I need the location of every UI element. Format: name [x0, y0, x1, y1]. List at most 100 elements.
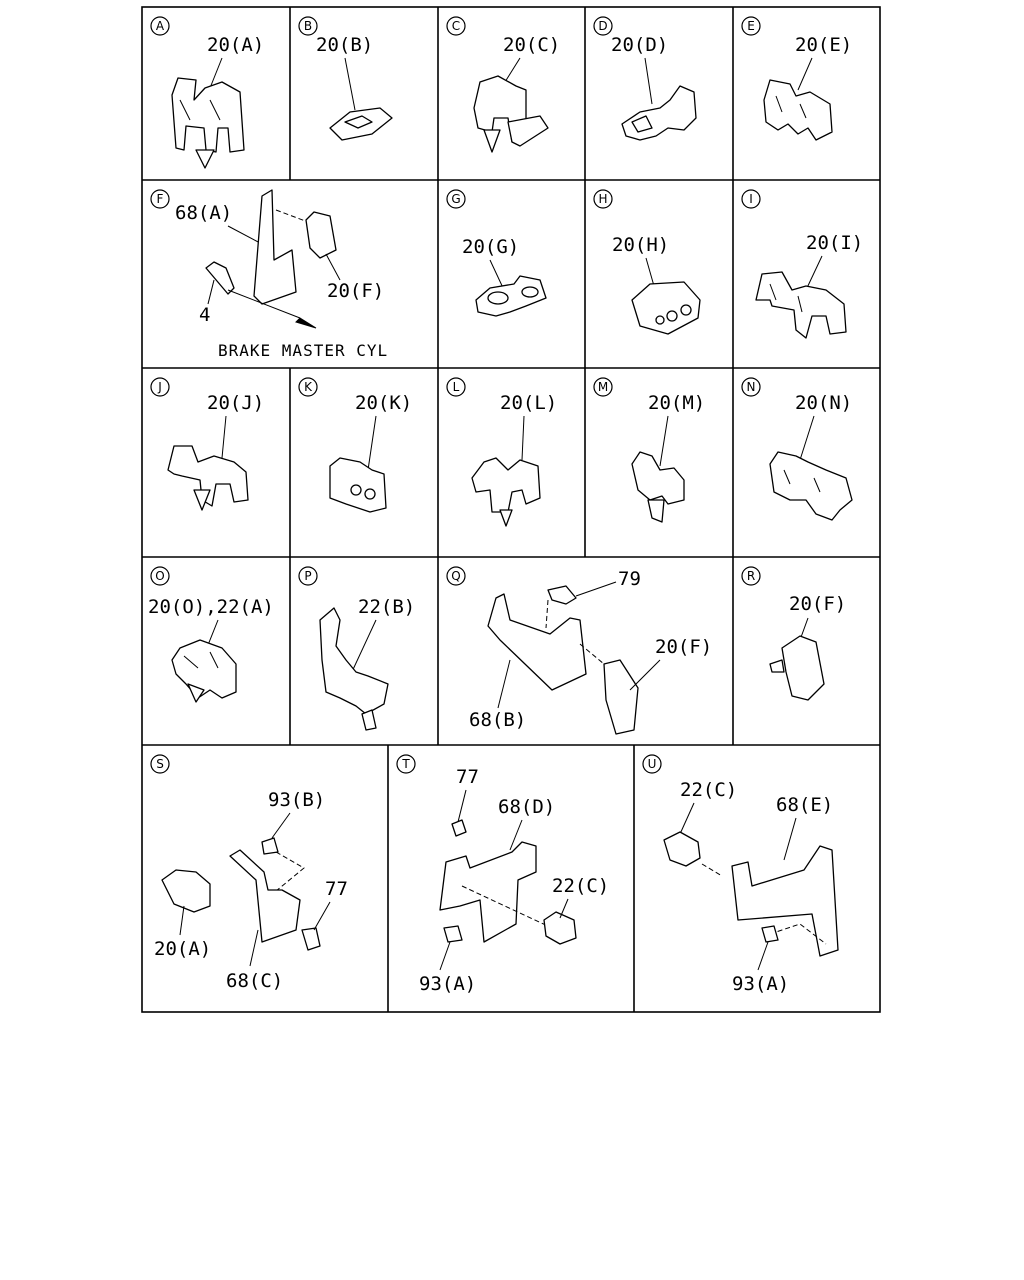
bracket-68b-illustration [487, 585, 639, 735]
panel-b: B 20(B) [298, 16, 393, 141]
panel-a-marker: A [150, 16, 170, 36]
panel-grid [141, 6, 881, 1013]
panel-o: O 20(O),22(A) [148, 566, 274, 703]
panel-letter-n: N [747, 380, 756, 394]
bracket-68e-illustration [663, 831, 839, 957]
label-93a-panel-t: 93(A) [419, 973, 476, 995]
panel-letter-c: C [452, 19, 460, 33]
label-4: 4 [199, 304, 210, 326]
panel-g: G 20(G) [446, 189, 547, 317]
label-77-panel-t: 77 [456, 766, 479, 788]
panel-q-marker: Q [446, 566, 466, 586]
panel-s: S 93(B) 77 20(A) 68(C) [150, 754, 348, 992]
clip-20f-illustration [769, 635, 825, 701]
label-20o-22a: 20(O),22(A) [148, 596, 274, 618]
clip-20h-illustration [631, 281, 701, 335]
panel-t-marker: T [396, 754, 416, 774]
label-20j: 20(J) [207, 392, 264, 414]
label-20k: 20(K) [355, 392, 412, 414]
panel-letter-i: I [749, 192, 753, 206]
panel-f: F 68(A) 20(F) 4 BRAKE MASTER CYL [150, 189, 388, 360]
panel-letter-d: D [598, 19, 607, 33]
clip-20d-illustration [621, 85, 697, 141]
clip-20o-illustration [171, 639, 237, 703]
panel-letter-b: B [304, 19, 312, 33]
clip-20k-illustration [329, 457, 387, 513]
panel-o-marker: O [150, 566, 170, 586]
panel-q: Q 79 20(F) 68(B) [446, 566, 712, 735]
label-22c-panel-u: 22(C) [680, 779, 737, 801]
panel-h: H 20(H) [593, 189, 701, 335]
panel-letter-t: T [401, 757, 410, 771]
panel-i-marker: I [741, 189, 761, 209]
panel-letter-h: H [598, 192, 607, 206]
panel-c: C 20(C) [446, 16, 560, 153]
label-77-panel-s: 77 [325, 878, 348, 900]
panel-m-marker: M [593, 377, 613, 397]
panel-e-marker: E [741, 16, 761, 36]
label-20f-panel-q: 20(F) [655, 636, 712, 658]
label-20n: 20(N) [795, 392, 852, 414]
panel-f-marker: F [150, 189, 170, 209]
panel-n: N 20(N) [741, 377, 853, 521]
panel-letter-a: A [156, 19, 165, 33]
label-20f-panel-r: 20(F) [789, 593, 846, 615]
panel-letter-o: O [155, 569, 164, 583]
panel-t: T 77 68(D) 22(C) 93(A) [396, 754, 609, 995]
panel-p-marker: P [298, 566, 318, 586]
panel-letter-r: R [747, 569, 755, 583]
label-20b: 20(B) [316, 34, 373, 56]
panel-letter-k: K [304, 380, 313, 394]
label-22b: 22(B) [358, 596, 415, 618]
label-68e: 68(E) [776, 794, 833, 816]
label-22c-panel-t: 22(C) [552, 875, 609, 897]
panel-letter-j: J [157, 380, 162, 394]
clip-20l-illustration [471, 457, 541, 527]
panel-g-marker: G [446, 189, 466, 209]
panel-k-marker: K [298, 377, 318, 397]
panel-u: U 22(C) 68(E) 93(A) [642, 754, 839, 995]
panel-c-marker: C [446, 16, 466, 36]
clip-20i-illustration [755, 271, 847, 339]
bracket-68d-illustration [439, 819, 577, 945]
panel-letter-f: F [157, 192, 164, 206]
clip-20a-illustration [171, 77, 245, 169]
label-79: 79 [618, 568, 641, 590]
clip-20b-illustration [329, 107, 393, 141]
panel-j: J 20(J) [150, 377, 264, 511]
panel-k: K 20(K) [298, 377, 412, 513]
panel-d: D 20(D) [593, 16, 697, 141]
panel-j-marker: J [150, 377, 170, 397]
panel-s-marker: S [150, 754, 170, 774]
panel-p: P 22(B) [298, 566, 415, 731]
panel-l-marker: L [446, 377, 466, 397]
panel-letter-g: G [451, 192, 460, 206]
panel-m: M 20(M) [593, 377, 705, 523]
clip-22b-illustration [319, 607, 389, 731]
caption-brake-master-cyl: BRAKE MASTER CYL [218, 341, 388, 360]
clip-20e-illustration [763, 79, 833, 141]
clip-20n-illustration [769, 451, 853, 521]
label-93b: 93(B) [268, 789, 325, 811]
panel-letter-e: E [747, 19, 755, 33]
label-20a-panel-s: 20(A) [154, 938, 211, 960]
label-68d: 68(D) [498, 796, 555, 818]
label-20m: 20(M) [648, 392, 705, 414]
panel-n-marker: N [741, 377, 761, 397]
bracket-68a-illustration [205, 189, 337, 329]
clip-20g-illustration [475, 275, 547, 317]
panel-h-marker: H [593, 189, 613, 209]
panel-e: E 20(E) [741, 16, 852, 141]
panel-letter-q: Q [451, 569, 460, 583]
clip-20j-illustration [167, 445, 249, 511]
label-20f-panel-f: 20(F) [327, 280, 384, 302]
label-20e: 20(E) [795, 34, 852, 56]
clip-20c-illustration [473, 75, 549, 153]
panel-d-marker: D [593, 16, 613, 36]
panel-letter-s: S [156, 757, 164, 771]
panel-b-marker: B [298, 16, 318, 36]
panel-a: A 20(A) [150, 16, 264, 169]
label-20h: 20(H) [612, 234, 669, 256]
panel-l: L 20(L) [446, 377, 557, 527]
